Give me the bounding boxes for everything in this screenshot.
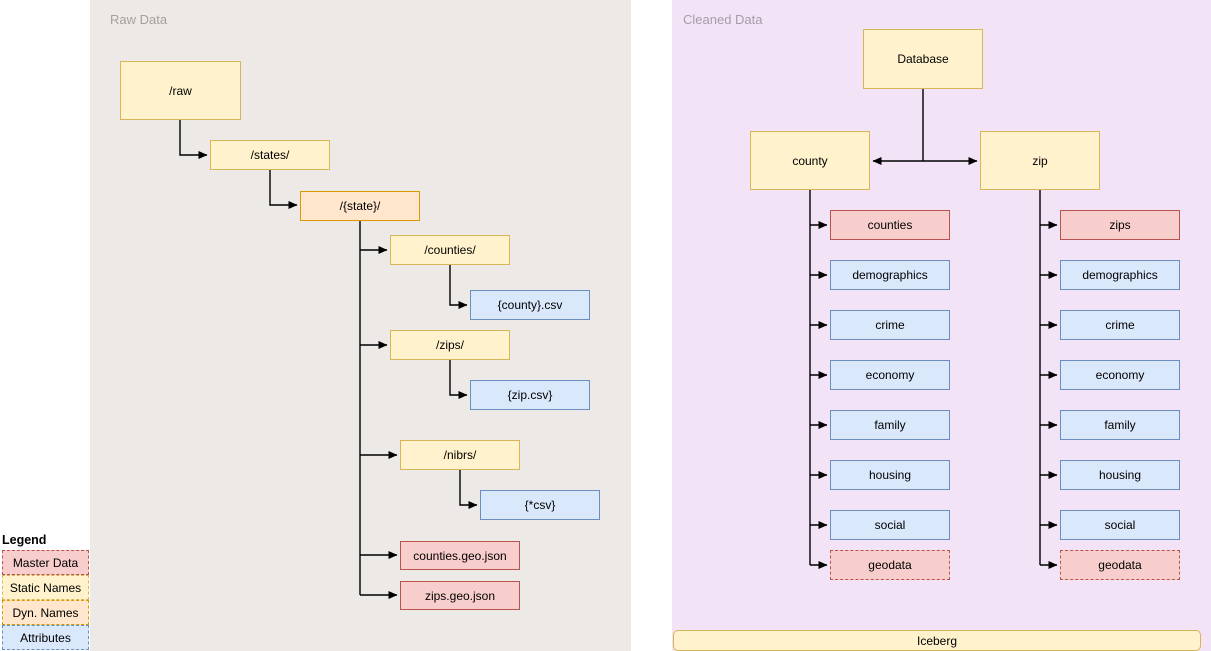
node-county-counties: counties xyxy=(830,210,950,240)
raw-panel-title: Raw Data xyxy=(110,12,168,27)
legend-title: Legend xyxy=(2,533,47,547)
legend-item-attributes: Attributes xyxy=(2,625,89,650)
node-county-housing: housing xyxy=(830,460,950,490)
node-zip-economy: economy xyxy=(1060,360,1180,390)
node-zip-housing: housing xyxy=(1060,460,1180,490)
node-county-geodata: geodata xyxy=(830,550,950,580)
node-counties-dir: /counties/ xyxy=(390,235,510,265)
node-county-family: family xyxy=(830,410,950,440)
node-zips-dir: /zips/ xyxy=(390,330,510,360)
node-county-social: social xyxy=(830,510,950,540)
node-zip-csv: {zip.csv} xyxy=(470,380,590,410)
node-nibrs-dir: /nibrs/ xyxy=(400,440,520,470)
legend-item-static-names: Static Names xyxy=(2,575,89,600)
node-wildcard-csv: {*csv} xyxy=(480,490,600,520)
node-county-csv: {county}.csv xyxy=(470,290,590,320)
node-zip-social: social xyxy=(1060,510,1180,540)
node-states-dir: /states/ xyxy=(210,140,330,170)
node-iceberg: Iceberg xyxy=(673,630,1201,651)
node-state-dir: /{state}/ xyxy=(300,191,420,221)
legend-item-master-data: Master Data xyxy=(2,550,89,575)
node-zips-geojson: zips.geo.json xyxy=(400,581,520,610)
node-zip-zips: zips xyxy=(1060,210,1180,240)
node-zip-family: family xyxy=(1060,410,1180,440)
cleaned-panel-title: Cleaned Data xyxy=(683,12,763,27)
node-county: county xyxy=(750,131,870,190)
node-county-crime: crime xyxy=(830,310,950,340)
node-zip: zip xyxy=(980,131,1100,190)
node-raw-dir: /raw xyxy=(120,61,241,120)
node-counties-geojson: counties.geo.json xyxy=(400,541,520,570)
legend-item-dyn-names: Dyn. Names xyxy=(2,600,89,625)
node-zip-geodata: geodata xyxy=(1060,550,1180,580)
node-county-economy: economy xyxy=(830,360,950,390)
node-zip-crime: crime xyxy=(1060,310,1180,340)
node-database: Database xyxy=(863,29,983,89)
node-county-demographics: demographics xyxy=(830,260,950,290)
node-zip-demographics: demographics xyxy=(1060,260,1180,290)
